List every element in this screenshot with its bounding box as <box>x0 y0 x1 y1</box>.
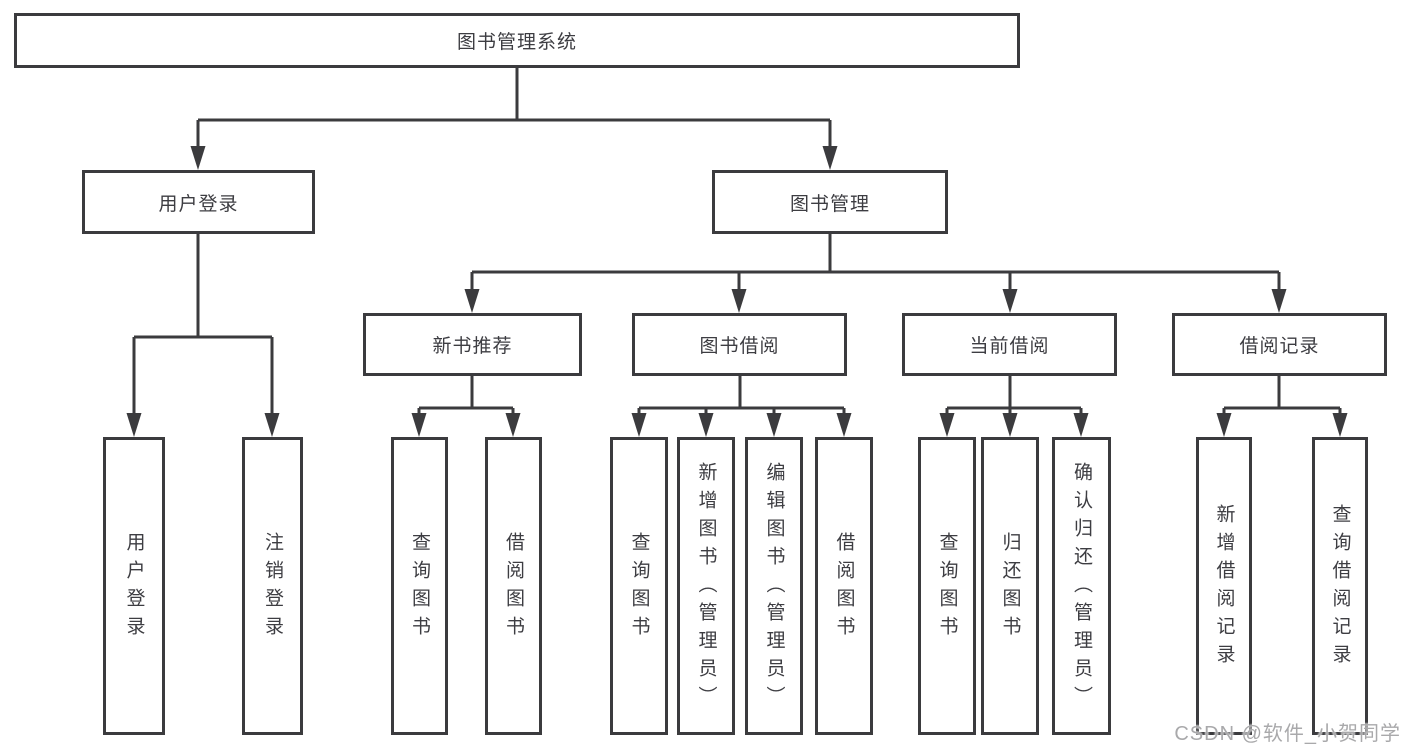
connector-borrow-records-children <box>1222 376 1342 419</box>
arrow-icon <box>411 413 427 437</box>
leaf-query-books-current: 查询图书 <box>918 437 976 735</box>
connector-user-login-children <box>132 234 274 419</box>
arrow-icon <box>731 289 747 313</box>
arrowheads <box>126 146 1348 437</box>
arrow-icon <box>939 413 955 437</box>
leaf-add-book-admin: 新增图书（管理员） <box>677 437 735 735</box>
leaf-borrow-books-recommend: 借阅图书 <box>485 437 542 735</box>
node-library-management-system: 图书管理系统 <box>14 13 1020 68</box>
connector-book-borrow-children <box>637 376 846 419</box>
arrow-icon <box>836 413 852 437</box>
arrow-icon <box>505 413 521 437</box>
leaf-add-borrow-record: 新增借阅记录 <box>1196 437 1252 735</box>
leaf-query-borrow-record: 查询借阅记录 <box>1312 437 1368 735</box>
leaf-query-books-recommend: 查询图书 <box>391 437 448 735</box>
node-new-book-recommend: 新书推荐 <box>363 313 582 376</box>
arrow-icon <box>126 413 142 437</box>
leaf-logout: 注销登录 <box>242 437 303 735</box>
leaf-user-login: 用户登录 <box>103 437 165 735</box>
leaf-edit-book-admin: 编辑图书（管理员） <box>745 437 803 735</box>
connector-root-to-level2 <box>196 68 832 150</box>
arrow-icon <box>1332 413 1348 437</box>
arrow-icon <box>190 146 206 170</box>
arrow-icon <box>698 413 714 437</box>
arrow-icon <box>766 413 782 437</box>
leaf-borrow-books: 借阅图书 <box>815 437 873 735</box>
node-book-borrow: 图书借阅 <box>632 313 847 376</box>
arrow-icon <box>1002 289 1018 313</box>
node-book-management: 图书管理 <box>712 170 948 234</box>
arrow-icon <box>264 413 280 437</box>
arrow-icon <box>1073 413 1089 437</box>
leaf-return-book: 归还图书 <box>981 437 1039 735</box>
node-user-login: 用户登录 <box>82 170 315 234</box>
connector-book-management-children <box>470 234 1281 295</box>
csdn-watermark: CSDN @软件_小贺同学 <box>1174 723 1401 745</box>
connector-current-borrow-children <box>945 376 1083 419</box>
arrow-icon <box>1002 413 1018 437</box>
arrow-icon <box>822 146 838 170</box>
arrow-icon <box>631 413 647 437</box>
arrow-icon <box>1271 289 1287 313</box>
leaf-query-books-borrow: 查询图书 <box>610 437 668 735</box>
leaf-confirm-return-admin: 确认归还（管理员） <box>1052 437 1111 735</box>
node-current-borrow: 当前借阅 <box>902 313 1117 376</box>
connector-new-book-recommend-children <box>417 376 515 419</box>
arrow-icon <box>464 289 480 313</box>
arrow-icon <box>1216 413 1232 437</box>
node-borrow-records: 借阅记录 <box>1172 313 1387 376</box>
